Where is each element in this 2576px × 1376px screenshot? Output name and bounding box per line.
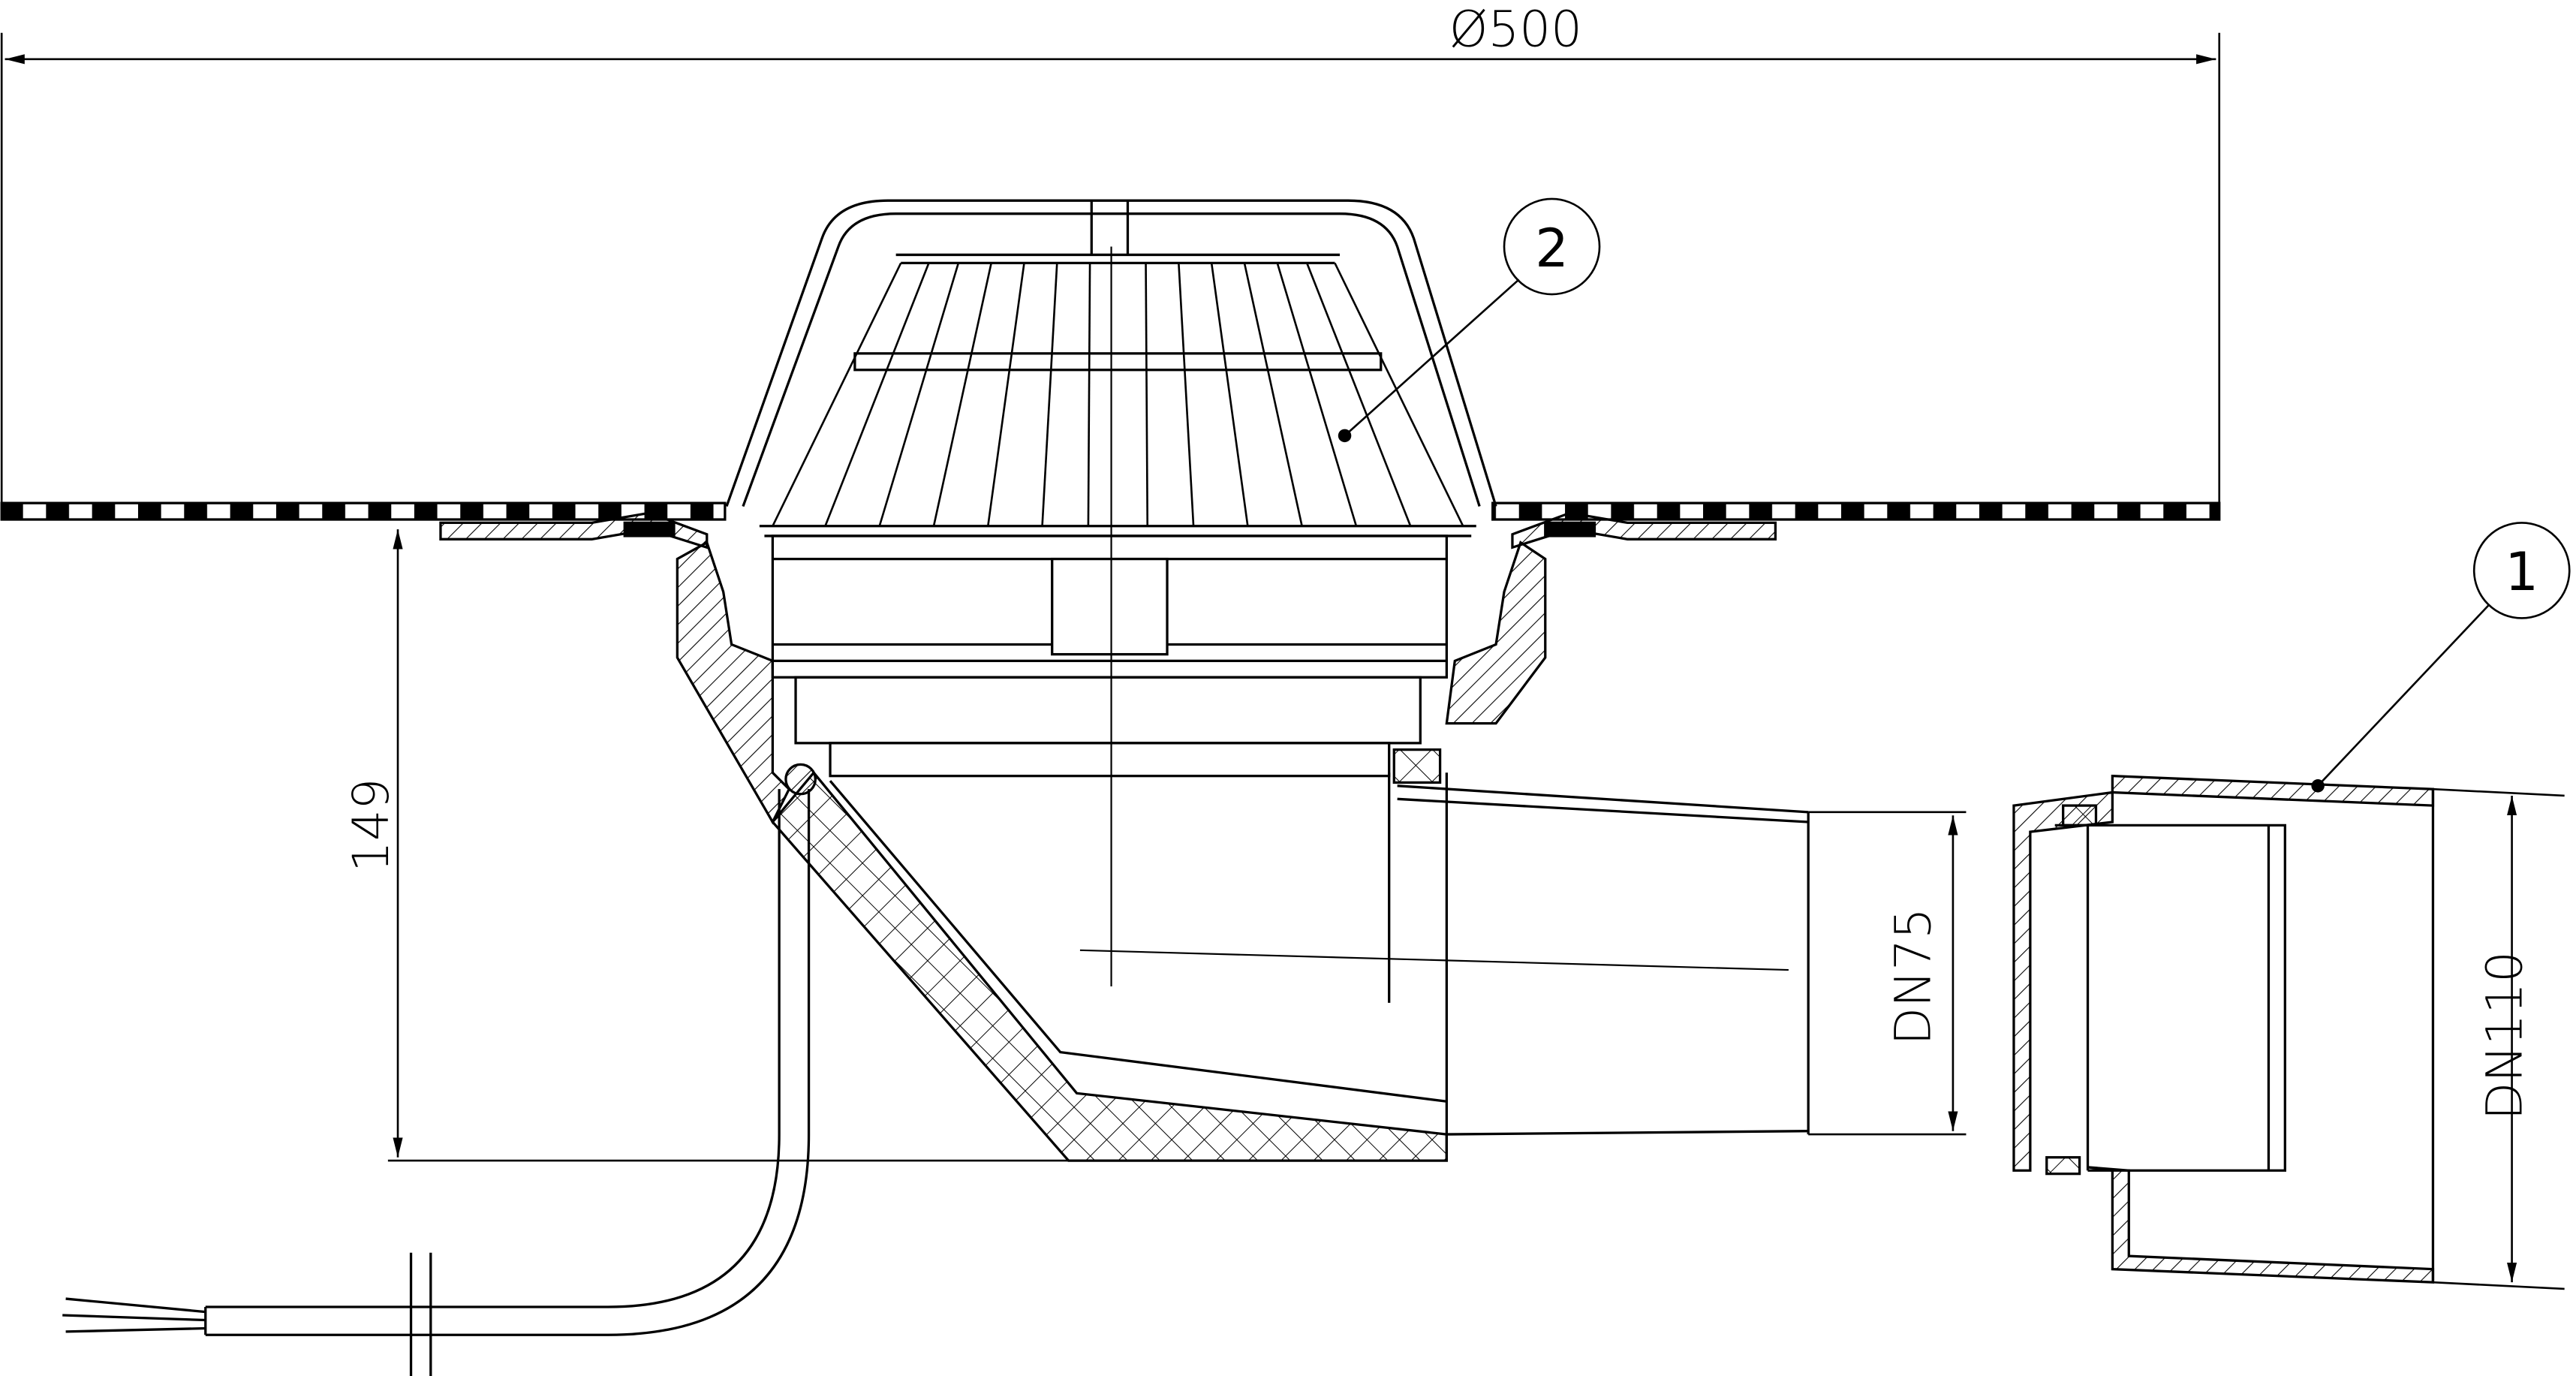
- callout-2-label: 2: [1535, 218, 1569, 279]
- gravel-guard: [725, 199, 1497, 537]
- callout-1-label: 1: [2505, 541, 2538, 603]
- roof-membrane: [0, 501, 2221, 521]
- dn75-dimension: DN75: [1808, 811, 1967, 1136]
- height-label: 149: [343, 778, 400, 872]
- dn110-label: DN110: [2477, 951, 2534, 1120]
- diameter-label: Ø500: [1449, 1, 1582, 58]
- callout-2: 2: [1338, 197, 1601, 443]
- center-lines: [1079, 246, 1789, 986]
- diameter-dimension: Ø500: [0, 1, 2221, 510]
- drain-body: [676, 534, 1547, 825]
- callout-1: 1: [2311, 522, 2571, 793]
- reducer-fitting: [2012, 774, 2435, 1284]
- outlet-pipe: [1388, 772, 1810, 1136]
- heated-elbow: [771, 763, 1448, 1162]
- drain-flange: [439, 511, 1777, 549]
- dn110-dimension: DN110: [2433, 787, 2565, 1290]
- dn75-label: DN75: [1885, 908, 1942, 1045]
- heating-cable: [62, 789, 811, 1376]
- height-dimension: 149: [343, 529, 1077, 1162]
